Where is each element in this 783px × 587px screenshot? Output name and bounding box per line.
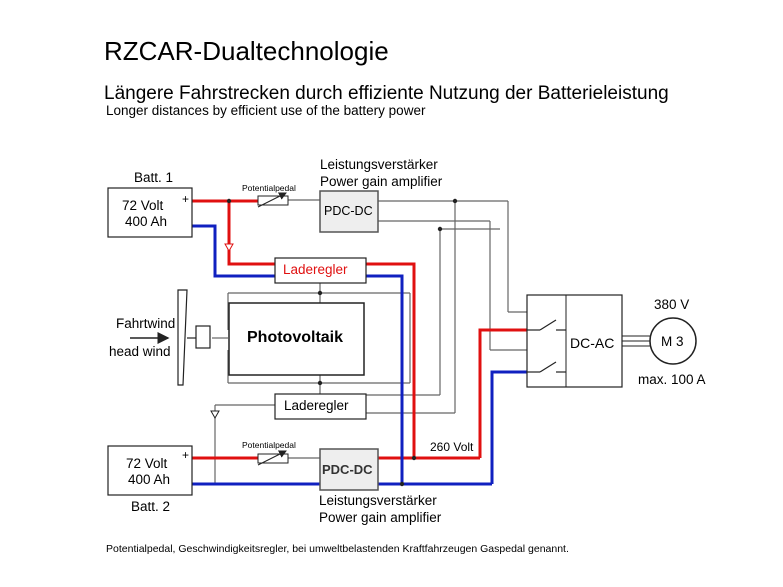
laderegler-1-label: Laderegler bbox=[283, 262, 348, 277]
wind-turbine-icon bbox=[177, 289, 211, 386]
potential-pedal-1[interactable] bbox=[257, 192, 289, 208]
pdc-dc-1-box bbox=[319, 190, 379, 233]
amplifier-1-label-en: Power gain amplifier bbox=[320, 174, 443, 189]
diode-icons bbox=[210, 243, 234, 420]
motor-label: M 3 bbox=[661, 334, 684, 349]
battery-2-name: Batt. 2 bbox=[131, 499, 171, 514]
pdc-dc-1-label: PDC-DC bbox=[324, 204, 373, 218]
battery-2-voltage: 72 Volt bbox=[126, 456, 168, 471]
positive-lines bbox=[192, 199, 527, 460]
amplifier-2-label-de: Leistungsverstärker bbox=[319, 493, 437, 508]
subtitle-english: Longer distances by efficient use of the… bbox=[106, 103, 426, 118]
subtitle-german: Längere Fahrstrecken durch effiziente Nu… bbox=[104, 83, 669, 104]
dc-ac-switches bbox=[527, 319, 566, 373]
head-wind-label: head wind bbox=[109, 344, 171, 359]
motor-circle bbox=[649, 317, 697, 365]
potential-pedal-2[interactable] bbox=[257, 450, 289, 466]
potential-pedal-2-label: Potentialpedal bbox=[242, 440, 296, 450]
three-phase-lines bbox=[622, 335, 650, 347]
pdc-dc-2-box bbox=[319, 448, 379, 491]
battery-2-box bbox=[107, 445, 193, 496]
potential-pedal-1-label: Potentialpedal bbox=[242, 183, 296, 193]
battery-1-name: Batt. 1 bbox=[134, 170, 174, 185]
battery-1-capacity: 400 Ah bbox=[125, 214, 168, 229]
battery-1-voltage: 72 Volt bbox=[122, 198, 164, 213]
bus-voltage-label: 260 Volt bbox=[430, 440, 474, 454]
laderegler-2-label: Laderegler bbox=[284, 398, 349, 413]
dc-ac-box bbox=[526, 294, 623, 388]
motor-current: max. 100 A bbox=[638, 372, 706, 387]
junction-dots bbox=[226, 198, 458, 487]
amplifier-1-label-de: Leistungsverstärker bbox=[320, 157, 438, 172]
photovoltaik-box bbox=[228, 302, 365, 376]
battery-2-plus: + bbox=[182, 448, 190, 462]
fahrtwind-label: Fahrtwind bbox=[116, 316, 176, 331]
photovoltaik-label: Photovoltaik bbox=[247, 329, 344, 346]
battery-1-plus: + bbox=[182, 192, 190, 206]
laderegler-1-box bbox=[274, 257, 367, 284]
amplifier-2-label-en: Power gain amplifier bbox=[319, 510, 442, 525]
dc-ac-label: DC-AC bbox=[570, 335, 615, 351]
footnote: Potentialpedal, Geschwindigkeitsregler, … bbox=[106, 543, 569, 555]
page-title: RZCAR-Dualtechnologie bbox=[104, 36, 389, 66]
laderegler-2-box bbox=[274, 393, 367, 420]
battery-1-box bbox=[107, 187, 193, 238]
motor-voltage: 380 V bbox=[654, 297, 690, 312]
pdc-dc-2-label: PDC-DC bbox=[322, 462, 373, 477]
negative-lines bbox=[192, 224, 527, 486]
battery-2-capacity: 400 Ah bbox=[128, 472, 171, 487]
